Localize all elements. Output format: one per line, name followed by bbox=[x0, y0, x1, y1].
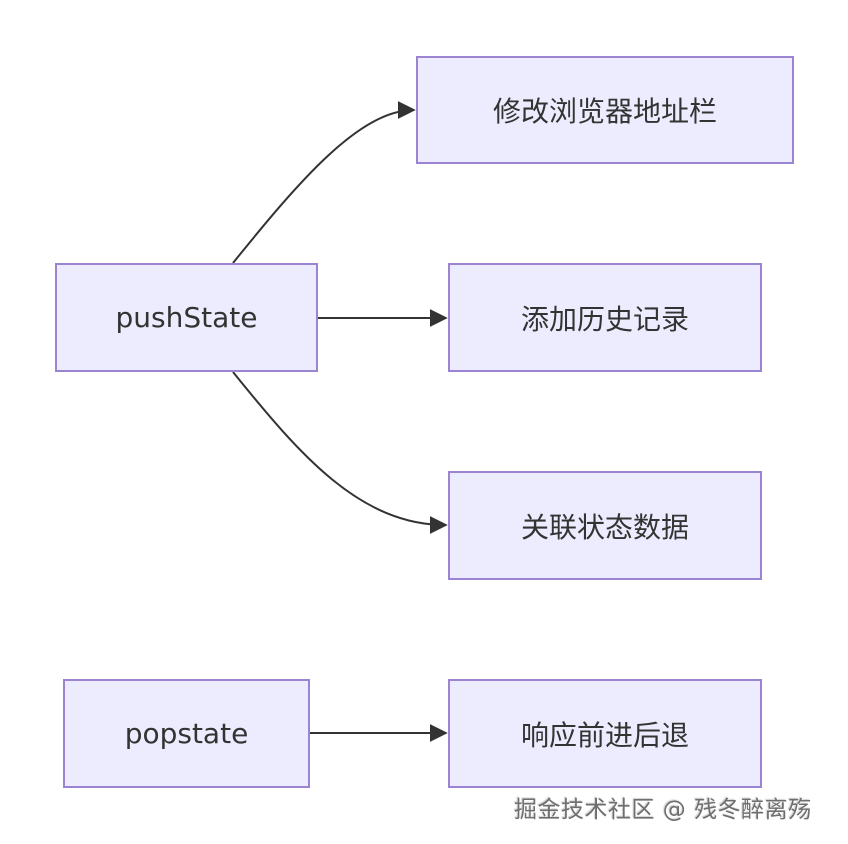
node-label: 修改浏览器地址栏 bbox=[492, 95, 717, 128]
node-associate-state: 关联状态数据 bbox=[448, 471, 762, 580]
watermark: 掘金技术社区 @ 残冬醉离殇 bbox=[514, 797, 812, 823]
node-add-history: 添加历史记录 bbox=[448, 263, 762, 372]
edge-pushstate-to-url bbox=[232, 101, 416, 264]
node-label: 关联状态数据 bbox=[520, 510, 689, 544]
node-pushstate: pushState bbox=[55, 263, 318, 372]
node-label: popstate bbox=[124, 717, 249, 750]
node-modify-address-bar: 修改浏览器地址栏 bbox=[416, 56, 794, 164]
node-label: 响应前进后退 bbox=[520, 718, 689, 752]
edge-pushstate-to-state bbox=[232, 371, 448, 534]
node-popstate: popstate bbox=[63, 679, 310, 788]
node-respond-navigation: 响应前进后退 bbox=[448, 679, 762, 788]
node-label: 添加历史记录 bbox=[520, 302, 689, 336]
node-label: pushState bbox=[115, 301, 258, 334]
